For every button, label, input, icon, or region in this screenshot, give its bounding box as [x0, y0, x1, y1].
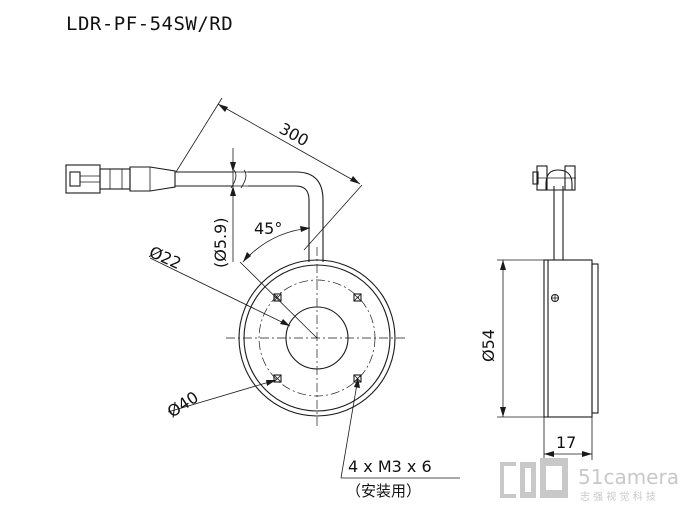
- ring-side-view: [532, 165, 599, 418]
- mounting-leader: 4 x M3 x 6 （安装用）: [340, 377, 460, 500]
- outer-diameter-label: Ø54: [479, 329, 498, 362]
- outer-diameter-dimension: Ø54: [479, 259, 544, 418]
- mounting-holes-label: 4 x M3 x 6: [348, 457, 432, 476]
- cable-diameter-dimension: (Ø5.9): [211, 148, 248, 268]
- model-title: LDR-PF-54SW/RD: [66, 13, 234, 35]
- watermark-sub: 志 强 视 觉 科 技: [580, 490, 656, 503]
- angle-dimension: 45°: [239, 219, 318, 339]
- mounting-note-label: （安装用）: [346, 482, 421, 500]
- watermark-brand: 51camera: [578, 465, 679, 489]
- inner-diameter-label: Ø22: [146, 242, 184, 273]
- thickness-dimension: 17: [543, 417, 593, 460]
- cable: [175, 169, 324, 262]
- cable-diameter-label: (Ø5.9): [211, 217, 230, 268]
- camera-logo-icon: [500, 458, 568, 498]
- pcd-label: Ø40: [164, 387, 202, 421]
- length-label: 300: [276, 119, 312, 150]
- cable-connector: [65, 164, 176, 194]
- thickness-label: 17: [556, 433, 576, 452]
- watermark: 51camera 志 强 视 觉 科 技: [500, 458, 679, 503]
- angle-label: 45°: [254, 219, 282, 238]
- pcd-dimension: Ø40: [164, 379, 277, 421]
